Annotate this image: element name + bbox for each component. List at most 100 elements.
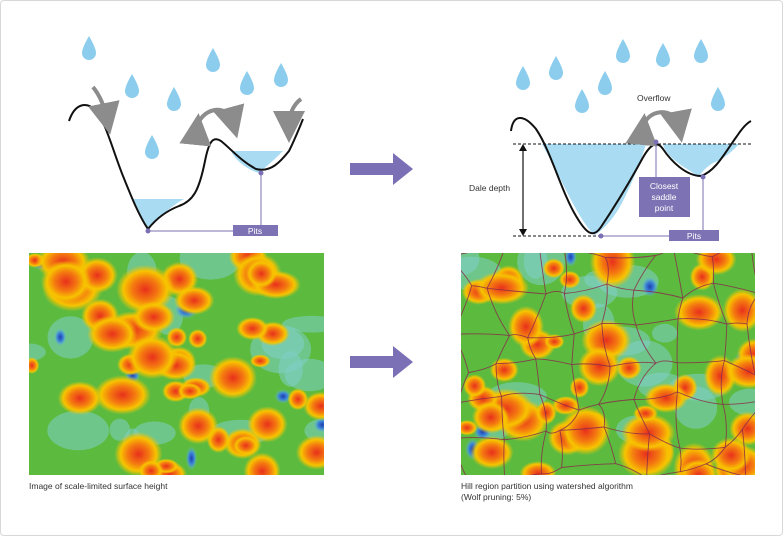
hill-spot	[508, 305, 544, 348]
partition-boundary	[633, 289, 683, 299]
partition-boundary	[746, 323, 755, 375]
partition-boundary	[705, 463, 742, 475]
partition-boundary	[601, 322, 637, 326]
partition-boundary	[539, 394, 580, 411]
terrain-patch	[109, 418, 131, 441]
partition-boundary	[724, 360, 755, 376]
valley-spot	[274, 389, 292, 404]
hill-spot	[558, 270, 581, 289]
partition-boundary	[659, 471, 681, 475]
raindrop-icon	[711, 87, 725, 111]
partition-boundary	[540, 430, 547, 474]
partition-boundary	[527, 333, 575, 339]
raindrops-right	[516, 39, 725, 113]
valley-spot	[564, 253, 577, 267]
partition-boundary	[713, 282, 755, 293]
partition-boundary	[601, 323, 611, 367]
partition-boundary	[722, 404, 727, 448]
partition-boundary	[726, 322, 748, 325]
hill-spot	[722, 288, 755, 333]
partition-boundary	[680, 463, 706, 473]
partition-boundary	[539, 394, 547, 432]
hill-spot	[40, 260, 91, 304]
partition-boundary	[563, 253, 568, 294]
partition-boundary	[746, 298, 755, 324]
partition-boundary	[509, 334, 528, 339]
partition-boundary	[677, 318, 727, 325]
hill-spot	[560, 406, 611, 456]
hill-spot	[710, 437, 752, 474]
partition-boundary	[571, 364, 580, 411]
hill-spot	[621, 413, 676, 452]
right-arrow-icon	[350, 153, 413, 185]
flow-arrow-icon	[273, 97, 306, 143]
partition-boundary	[495, 363, 503, 397]
partition-boundary	[461, 349, 470, 373]
hill-spot	[674, 293, 724, 331]
partition-boundary	[495, 335, 510, 364]
partition-boundary	[571, 333, 575, 365]
partition-boundary	[655, 360, 678, 364]
hill-spot	[166, 327, 188, 348]
partition-boundary	[635, 324, 657, 364]
partition-boundary	[501, 392, 540, 397]
valley-spot	[641, 276, 659, 297]
height-map-partitioned	[452, 253, 755, 475]
hill-spot	[178, 407, 219, 445]
partition-boundary	[677, 360, 725, 364]
partition-boundary	[559, 409, 580, 431]
hill-spot	[303, 391, 324, 421]
hill-spot	[519, 461, 557, 475]
overflow-arrow-icon	[625, 108, 692, 147]
partition-boundary	[504, 430, 547, 441]
raindrop-icon	[616, 39, 630, 63]
partition-boundary	[452, 403, 458, 439]
caption-right-line2: (Wolf pruning: 5%)	[461, 492, 532, 502]
hill-spot	[569, 294, 598, 323]
saddle-label-line3: point	[655, 203, 674, 213]
partition-boundary	[471, 285, 488, 289]
raindrop-icon	[549, 56, 563, 80]
raindrop-icon	[274, 63, 288, 87]
raindrop-icon	[125, 74, 139, 98]
hill-spot	[679, 459, 718, 475]
partition-boundary	[606, 283, 634, 291]
hill-spot	[87, 315, 138, 353]
partition-boundary	[586, 253, 606, 258]
pits-label: Pits	[687, 231, 701, 241]
partition-boundary	[598, 403, 605, 428]
partition-boundary	[711, 256, 715, 284]
pits-connector-right: Pits	[598, 174, 719, 241]
partition-boundary	[679, 446, 726, 450]
water-pool-left	[132, 199, 184, 229]
pits-label-box	[669, 230, 719, 241]
partition-boundary	[468, 363, 497, 374]
partition-boundary	[535, 358, 541, 395]
overflow-label: Overflow	[637, 93, 671, 103]
partition-boundary	[676, 318, 679, 363]
hill-spot	[188, 329, 208, 349]
exchange-arrow-icon	[179, 103, 245, 147]
pits-label: Pits	[248, 226, 262, 236]
hill-spot	[695, 253, 737, 276]
hill-spot	[174, 286, 215, 315]
partition-boundary	[677, 391, 723, 405]
partition-boundary	[529, 473, 542, 475]
hill-spot	[57, 381, 103, 415]
partition-boundary	[603, 426, 617, 464]
partition-boundary	[559, 430, 563, 468]
partition-boundary	[545, 430, 561, 434]
partition-boundary	[541, 467, 562, 475]
partition-boundary	[601, 283, 608, 324]
water-pool-right	[231, 151, 283, 173]
hill-spot	[463, 374, 487, 398]
hill-spot	[461, 420, 478, 436]
partition-boundary	[461, 437, 505, 441]
saddle-label-line1: Closest	[650, 181, 679, 191]
partition-boundary	[633, 399, 650, 435]
partition-boundary	[527, 293, 547, 338]
partition-boundary	[564, 283, 608, 294]
raindrop-icon	[575, 89, 589, 113]
partition-boundary	[561, 463, 616, 468]
